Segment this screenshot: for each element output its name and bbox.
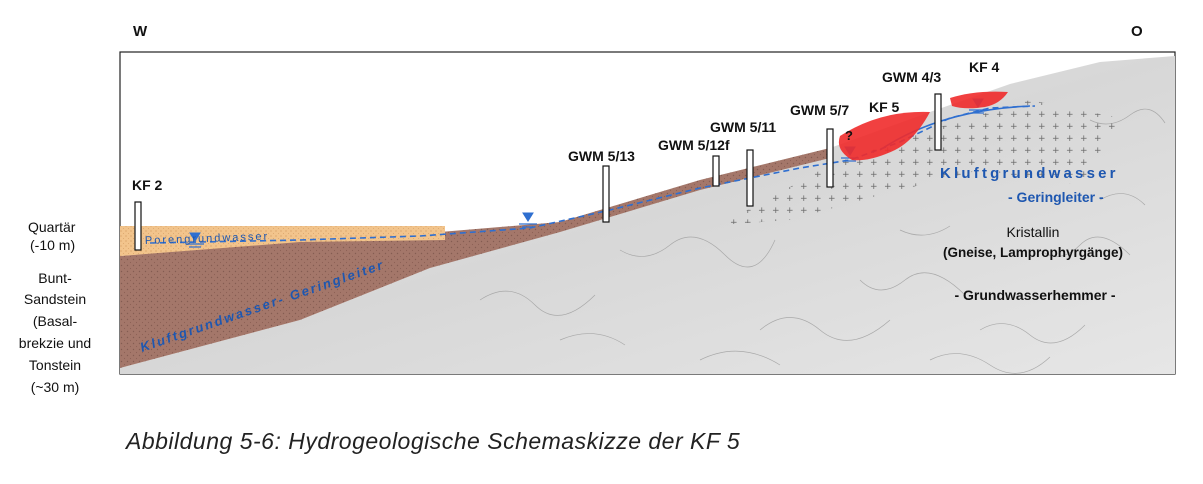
fractured-zone (720, 100, 1120, 225)
kristallin-role: - Grundwasserhemmer - (954, 287, 1115, 303)
water-level-marker (519, 212, 537, 228)
quartaer-depth: (-10 m) (30, 237, 75, 253)
figure-caption: Abbildung 5-6: Hydrogeologische Schemask… (126, 428, 741, 454)
water-level-marker (186, 232, 204, 248)
well-label: GWM 5/7 (790, 102, 849, 118)
buntsandstein-label: (Basal- (33, 313, 78, 329)
spring-kf5-zone (838, 111, 930, 161)
well-gwm-4-3 (934, 93, 942, 151)
well-gwm-5-13 (602, 165, 610, 223)
buntsandstein-label: Sandstein (24, 291, 86, 307)
kristallin-title: Kristallin (1007, 224, 1060, 240)
well-label: GWM 5/12f (658, 137, 730, 153)
buntsandstein-label: Tonstein (29, 357, 81, 373)
compass-west: W (133, 23, 148, 40)
porengrundwasser-label: Porengrundwasser (145, 231, 270, 247)
well-label: GWM 4/3 (882, 69, 941, 85)
compass-east: O (1131, 23, 1143, 40)
buntsandstein-texture (120, 148, 830, 368)
well-gwm-5-12f (712, 155, 720, 187)
well-kf2 (134, 201, 142, 251)
spring-kf4-zone (950, 91, 1008, 109)
geringleiter-right-label: - Geringleiter - (1008, 189, 1104, 205)
kristallin-subtitle: (Gneise, Lamprophyrgänge) (943, 245, 1123, 260)
rock-texture (479, 108, 1166, 374)
quartaer-label: Quartär (28, 219, 76, 235)
well-label: KF 2 (132, 177, 163, 193)
well-label: GWM 5/11 (710, 119, 776, 135)
spring-label-kf5: KF 5 (869, 99, 900, 115)
spring-label-kf4: KF 4 (969, 59, 1000, 75)
buntsandstein-label: Bunt- (38, 270, 72, 286)
unknown-mark: ? (845, 128, 853, 143)
buntsandstein-label: (~30 m) (31, 379, 80, 395)
kluftgrundwasser-right-label: Kluftgrundwasser (940, 165, 1119, 182)
well-gwm-5-11 (746, 149, 754, 207)
well-label: GWM 5/13 (568, 148, 635, 164)
buntsandstein-label: brekzie und (19, 335, 91, 351)
wells (134, 93, 942, 251)
well-gwm-5-7 (826, 128, 834, 188)
